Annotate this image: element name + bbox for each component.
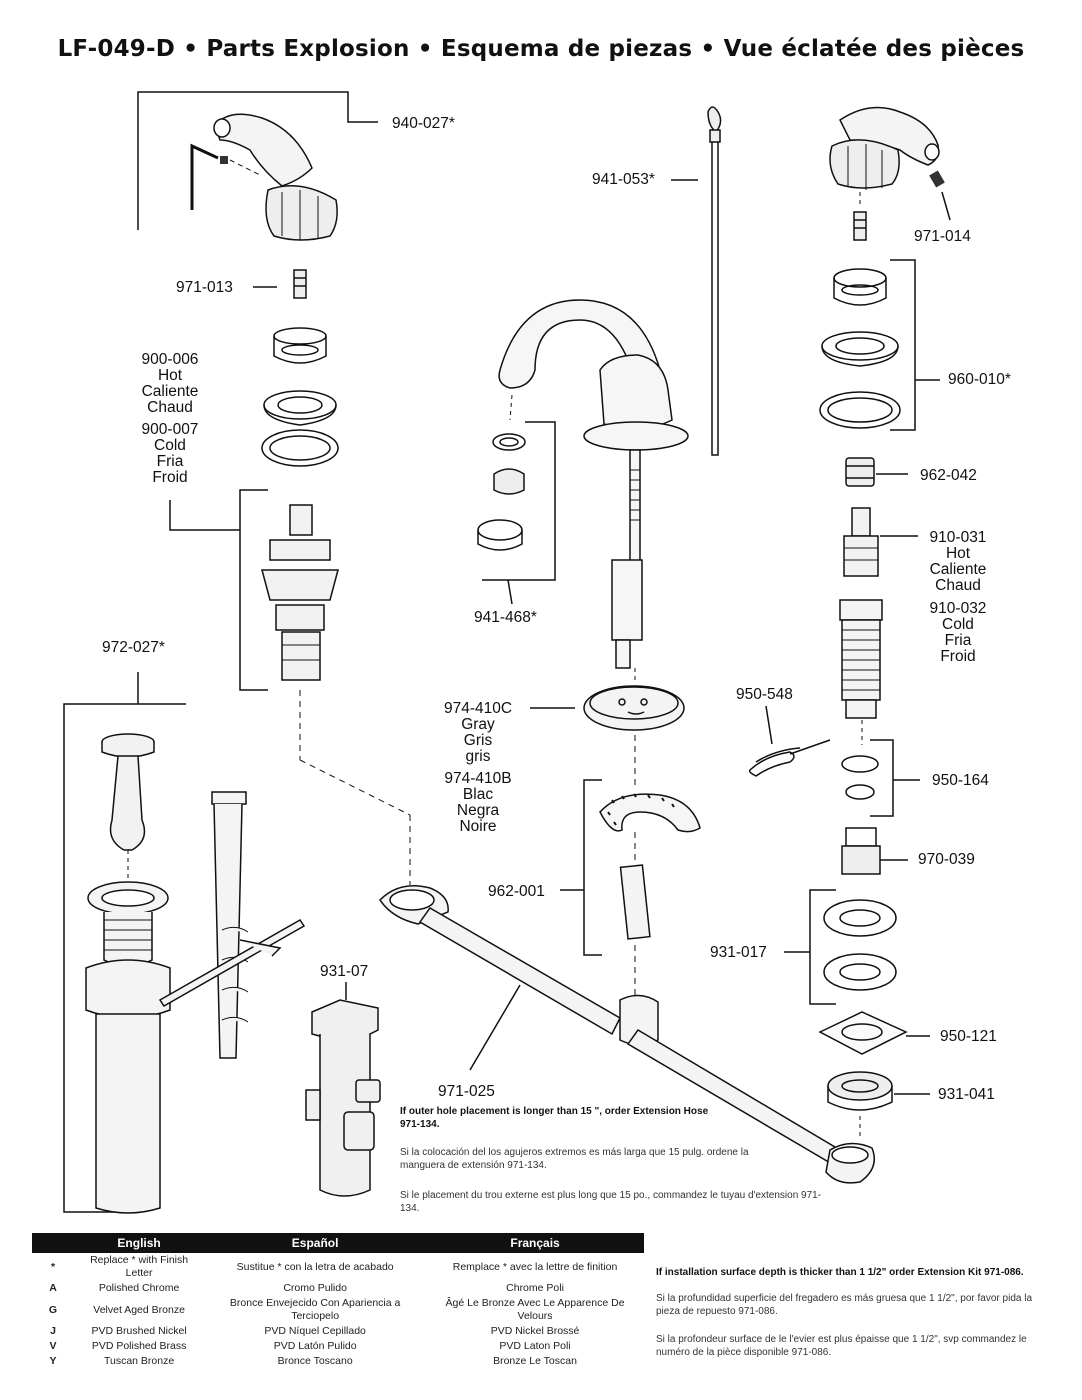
right-group-bracket xyxy=(890,259,916,431)
drain-stopper xyxy=(101,733,155,851)
label-940-027: 940-027* xyxy=(392,115,455,132)
left-valve-bracket xyxy=(169,489,268,691)
mounting-bracket-outline xyxy=(583,779,602,956)
label-962-042: 962-042 xyxy=(920,467,977,484)
left-handle xyxy=(213,113,338,241)
header-english: English xyxy=(74,1233,205,1253)
adapter-970-039 xyxy=(841,827,881,875)
hex-key-left xyxy=(190,143,219,210)
drain-bracket xyxy=(63,672,186,1213)
right-bonnet-nut-962-042 xyxy=(845,457,875,487)
aerator-parts xyxy=(477,433,526,551)
left-trim-nut xyxy=(273,327,327,364)
label-971-013: 971-013 xyxy=(176,279,233,296)
label-970-039: 970-039 xyxy=(918,851,975,868)
table-row: Y Tuscan Bronze Bronce Toscano Bronze Le… xyxy=(49,1355,577,1367)
right-stem-screw xyxy=(853,211,867,241)
clip-950-548 xyxy=(748,747,801,777)
header-french: Français xyxy=(426,1233,644,1253)
left-stem-screw xyxy=(293,269,307,299)
label-950-164: 950-164 xyxy=(932,772,989,789)
aerator-bracket xyxy=(482,421,556,581)
label-962-001: 962-001 xyxy=(488,883,545,900)
table-row: V PVD Polished Brass PVD Latón Pulido PV… xyxy=(49,1340,571,1352)
table-row: A Polished Chrome Cromo Pulido Chrome Po… xyxy=(49,1282,564,1294)
label-950-548: 950-548 xyxy=(736,686,793,703)
right-valve-body xyxy=(839,599,883,719)
label-941-053: 941-053* xyxy=(592,171,655,188)
o-ring-lower xyxy=(845,784,875,800)
label-931-07: 931-07 xyxy=(320,963,369,980)
label-972-027: 972-027* xyxy=(102,639,165,656)
set-screw-left xyxy=(220,156,228,164)
label-971-014: 971-014 xyxy=(914,228,971,245)
table-row: * Replace * with Finish Letter Sustitue … xyxy=(50,1254,618,1279)
depth-note-english: If installation surface depth is thicker… xyxy=(656,1267,1024,1278)
left-handle-bracket xyxy=(137,91,378,230)
escutcheon-plate xyxy=(583,685,685,731)
right-cartridge xyxy=(843,507,879,577)
drain-body xyxy=(85,881,171,1214)
depth-note-french: Si la profondeur surface de le l'evier e… xyxy=(656,1334,1027,1358)
header-spanish: Español xyxy=(204,1233,427,1253)
lift-rod xyxy=(707,106,722,456)
depth-note-spanish: Si la profundidad superficie del fregade… xyxy=(656,1293,1033,1317)
page-title: LF-049-D • Parts Explosion • Esquema de … xyxy=(57,36,1025,62)
hose-assembly xyxy=(379,885,875,1184)
mounting-bracket-962-001 xyxy=(599,793,701,833)
tailpiece-931-07 xyxy=(305,999,381,1197)
right-trim-nut xyxy=(833,268,887,306)
gasket-950-121 xyxy=(818,1011,908,1055)
left-gasket xyxy=(261,429,339,467)
hose-note-french: Si le placement du trou externe est plus… xyxy=(400,1190,822,1214)
label-950-121: 950-121 xyxy=(940,1028,997,1045)
table-row: G Velvet Aged Bronze Bronce Envejecido C… xyxy=(48,1297,625,1322)
o-ring-upper xyxy=(841,755,879,773)
right-handle xyxy=(829,106,940,190)
label-931-041: 931-041 xyxy=(938,1086,995,1103)
hose-note-spanish: Si la colocación del los agujeros extrem… xyxy=(400,1147,749,1171)
hose-note-english: If outer hole placement is longer than 1… xyxy=(400,1106,709,1130)
washers-931-017 xyxy=(823,899,897,991)
label-960-010: 960-010* xyxy=(948,371,1011,388)
finish-table: English Español Français * Replace * wit… xyxy=(32,1233,644,1369)
right-flange xyxy=(821,331,899,367)
left-valve-body xyxy=(261,504,339,681)
left-flange xyxy=(263,390,337,426)
table-row: J PVD Brushed Nickel PVD Níquel Cepillad… xyxy=(50,1325,580,1337)
label-941-468: 941-468* xyxy=(474,609,537,626)
locknut-931-041 xyxy=(827,1071,893,1111)
right-gasket xyxy=(819,391,901,429)
set-screw-right xyxy=(929,170,945,188)
pivot-rod-and-strap xyxy=(158,791,306,1059)
spout-body xyxy=(498,299,689,669)
label-931-017: 931-017 xyxy=(710,944,767,961)
finish-code-header xyxy=(32,1233,74,1253)
mounting-shank xyxy=(619,864,651,940)
label-971-025: 971-025 xyxy=(438,1083,495,1100)
